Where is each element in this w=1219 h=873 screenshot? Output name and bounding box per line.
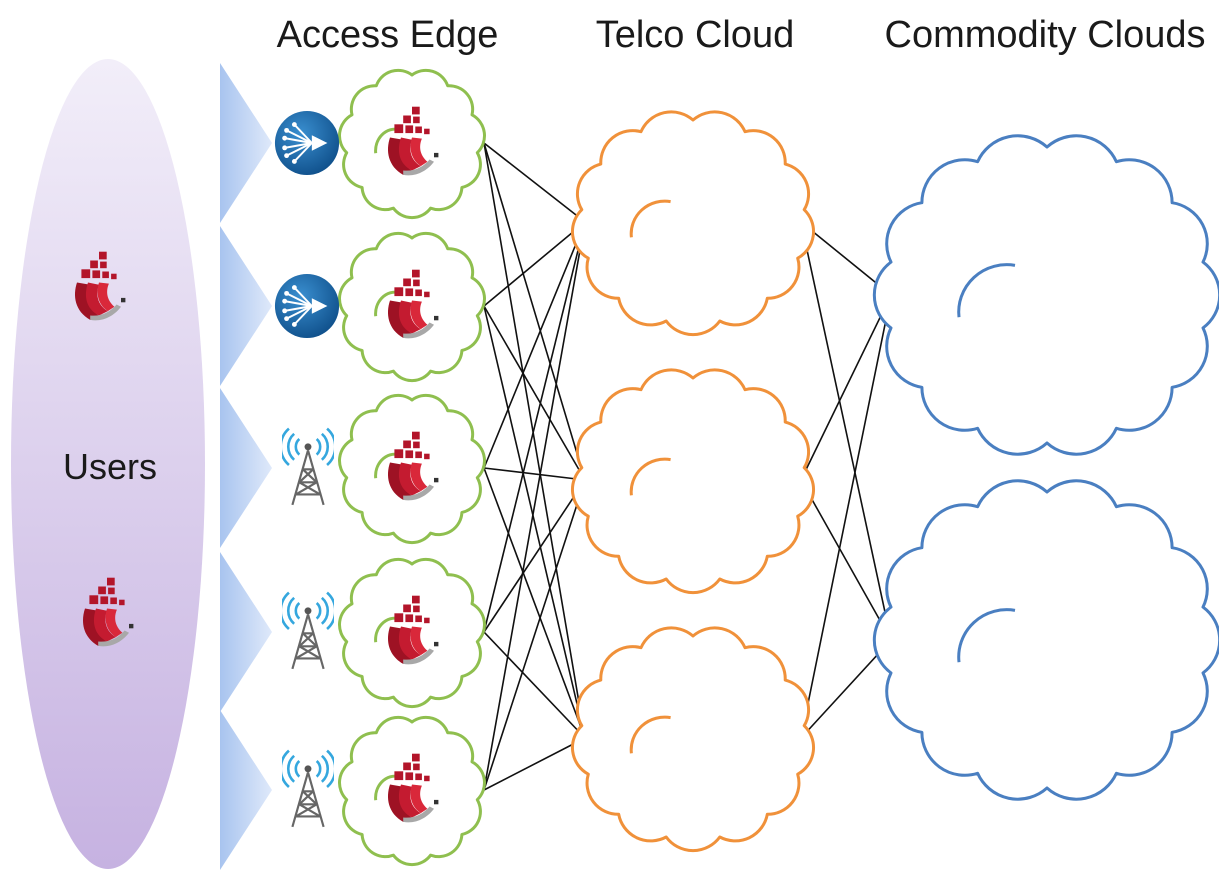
- commodity-cloud: [872, 479, 1219, 801]
- telco-cloud-fold: [629, 715, 671, 754]
- telco-cloud: [571, 368, 815, 595]
- access-devices: [273, 109, 341, 829]
- edge-telco-link: [483, 221, 586, 307]
- edge-telco-link: [483, 142, 586, 739]
- telco-commodity-link: [800, 221, 892, 641]
- router-icon: [273, 272, 341, 340]
- telco-cloud-fold: [629, 457, 671, 496]
- user-arrow: [220, 226, 272, 386]
- users-oval: [11, 59, 205, 869]
- commodity-cloud: [872, 134, 1219, 456]
- user-arrow: [220, 710, 272, 870]
- router-icon: [273, 109, 341, 177]
- edge-telco-link: [483, 221, 586, 791]
- telco-cloud-fold: [629, 199, 671, 238]
- edge-telco-link: [483, 305, 586, 481]
- edge-telco-link: [483, 479, 586, 791]
- edge-telco-link: [483, 737, 586, 791]
- edge-telco-link: [483, 305, 586, 739]
- telco-commodity-link: [800, 294, 892, 739]
- cell-tower-icon: [282, 591, 334, 671]
- commodity-cloud-fold: [957, 263, 1016, 318]
- edge-telco-link: [483, 467, 586, 739]
- user-arrow: [220, 63, 272, 223]
- telco-clouds: [571, 110, 815, 853]
- edge-telco-link: [483, 142, 586, 223]
- edge-telco-link: [483, 142, 586, 481]
- access-edge-title: Access Edge: [276, 14, 499, 56]
- telco-cloud: [571, 110, 815, 337]
- telco-cloud-title: Telco Cloud: [595, 14, 795, 56]
- edge-telco-link: [483, 631, 586, 739]
- telco-commodity-link: [800, 639, 892, 739]
- commodity-clouds-title: Commodity Clouds: [884, 14, 1206, 56]
- cell-tower-icon: [282, 427, 334, 507]
- cell-tower-icon: [282, 749, 334, 829]
- edge-telco-link: [483, 221, 586, 469]
- commodity-cloud-fold: [957, 608, 1016, 663]
- user-arrow: [220, 552, 272, 712]
- edge-telco-link: [483, 467, 586, 481]
- telco-cloud: [571, 626, 815, 853]
- edge-telco-link: [483, 479, 586, 633]
- commodity-clouds: [872, 134, 1219, 801]
- edge-telco-link: [483, 221, 586, 633]
- user-arrow: [220, 388, 272, 548]
- telco-commodity-link: [800, 479, 892, 641]
- access-edge-clouds: [338, 68, 486, 867]
- telco-commodity-link: [800, 294, 892, 481]
- users-label: Users: [62, 446, 157, 487]
- user-arrows: [220, 63, 272, 870]
